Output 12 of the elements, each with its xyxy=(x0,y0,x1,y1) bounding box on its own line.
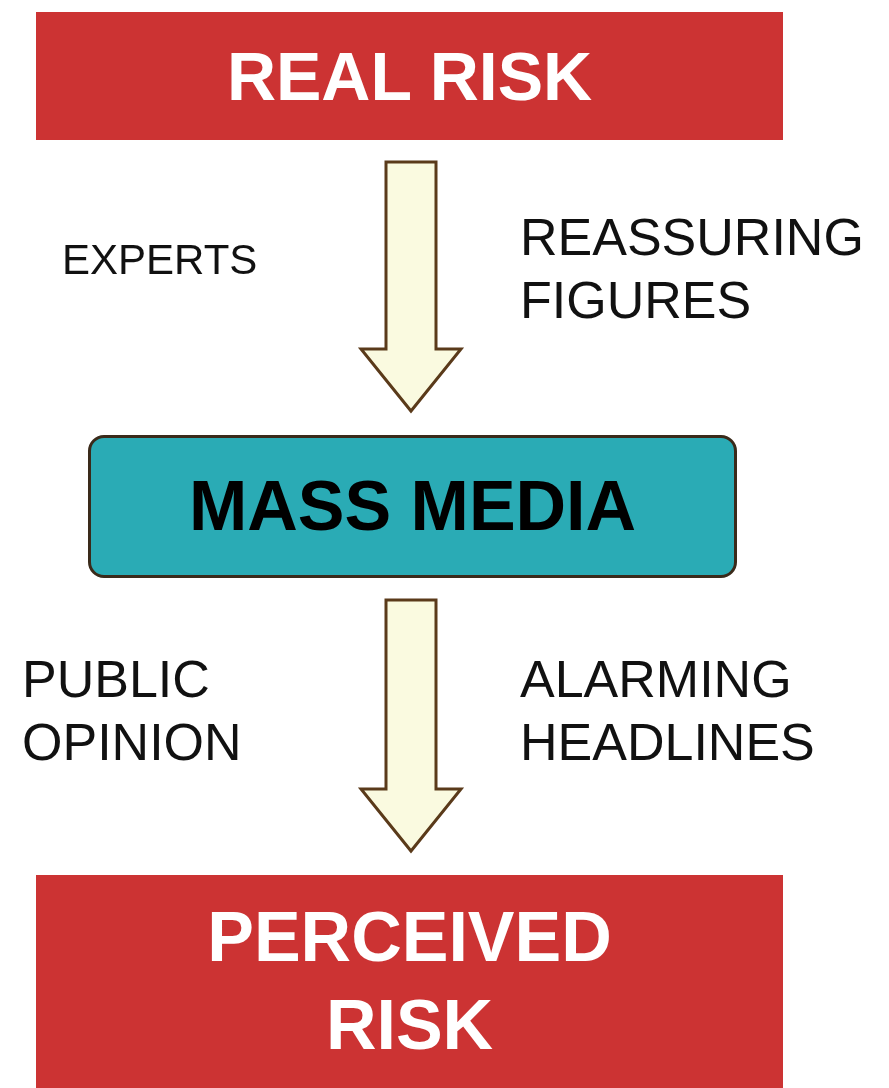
box-title: REAL RISK xyxy=(226,36,593,116)
block-arrow xyxy=(357,598,465,854)
flow-annotation: ALARMING HEADLINES xyxy=(520,649,816,774)
flow-annotation: REASSURING FIGURES xyxy=(520,207,865,332)
box-title: PERCEIVED RISK xyxy=(206,897,613,1066)
flow-annotation: EXPERTS xyxy=(62,235,259,285)
media-box xyxy=(88,435,737,578)
risk-box xyxy=(36,875,783,1088)
flow-annotation: PUBLIC OPINION xyxy=(22,649,243,774)
risk-box xyxy=(36,12,783,140)
box-title: MASS MEDIA xyxy=(188,465,637,547)
block-arrow xyxy=(357,160,465,414)
